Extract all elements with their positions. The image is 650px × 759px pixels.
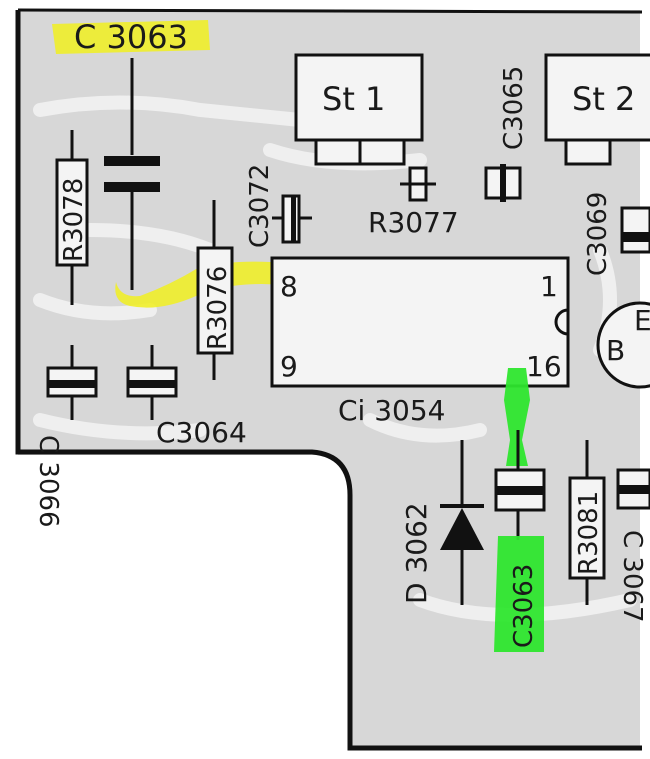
label-pin8: 8: [280, 270, 298, 303]
label-pin9: 9: [280, 350, 298, 383]
c3069-plate: [622, 232, 650, 242]
label-c3069: C3069: [583, 192, 613, 276]
label-e: E: [634, 304, 650, 337]
ci3054-notch: [554, 308, 569, 336]
ci3054-body: [270, 256, 570, 388]
c3064-plate: [128, 380, 176, 388]
label-pin1: 1: [540, 270, 558, 303]
label-r3081: R3081: [574, 491, 604, 575]
label-d3062: D 3062: [400, 502, 433, 604]
label-st1: St 1: [322, 80, 385, 118]
c3063-bottom-plate: [496, 486, 544, 495]
label-c3067-partial: C 3067: [617, 530, 647, 623]
label-r3078: R3078: [59, 178, 89, 262]
label-pin16: 16: [526, 350, 562, 383]
board-top-edge: [17, 8, 643, 14]
st1-body: [294, 53, 424, 142]
c3067-plate: [618, 485, 650, 494]
highlight-c3063-bottom: [494, 536, 544, 652]
highlight-green-lead: [504, 368, 530, 466]
st2-body: [544, 53, 650, 142]
board-outline: [15, 10, 642, 751]
c3065-plate: [500, 164, 506, 202]
label-b: B: [606, 334, 625, 367]
label-c3065: C3065: [499, 66, 529, 150]
c3063-top-plate-upper: [104, 156, 160, 166]
highlight-c3063-top: [52, 20, 210, 54]
d3062-triangle: [440, 508, 484, 550]
c3072-plate: [291, 196, 296, 242]
st2-pin: [564, 138, 612, 166]
st1-pin-left: [314, 138, 362, 166]
transistor-b-body: [596, 301, 650, 389]
label-c3066-partial: C 3066: [33, 435, 63, 528]
label-c3064: C3064: [156, 416, 247, 449]
label-c3063-top: C 3063: [74, 18, 188, 56]
c3063-top-plate-lower: [104, 182, 160, 192]
label-c3063-bottom: C3063: [509, 564, 539, 648]
label-c3072: C3072: [245, 164, 275, 248]
r3076-body: [196, 246, 234, 355]
c3066-plate: [48, 380, 96, 388]
label-ci3054: Ci 3054: [338, 394, 446, 427]
c3069-body: [620, 206, 650, 254]
label-r3076: R3076: [203, 266, 233, 350]
r3081-body: [568, 476, 606, 580]
label-r3077: R3077: [368, 206, 459, 239]
st1-pin-right: [358, 138, 406, 166]
label-st2: St 2: [572, 80, 635, 118]
